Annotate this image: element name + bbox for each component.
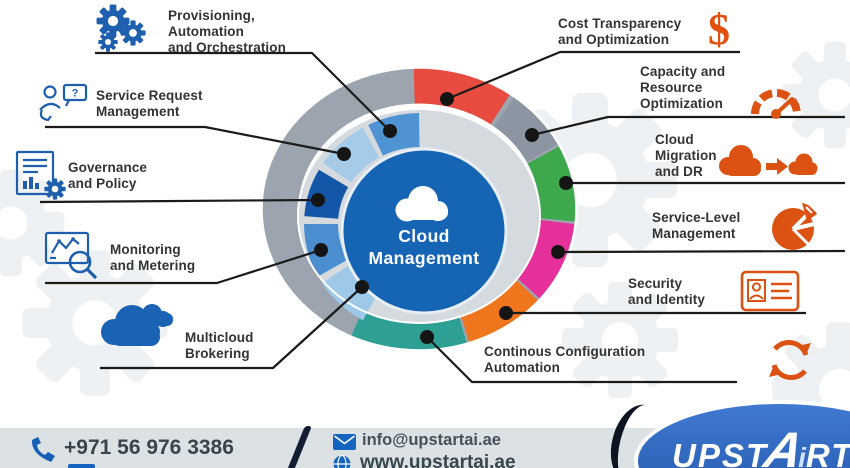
website-url[interactable]: www.upstartai.ae	[360, 452, 516, 468]
label-multicloud: Multicloud Brokering	[185, 330, 254, 361]
logo-text-1: UPST	[672, 437, 769, 468]
center-circle	[340, 147, 508, 315]
gears-icon	[92, 2, 152, 54]
segment-cloud-migration	[527, 145, 577, 222]
email-icon	[333, 434, 356, 450]
segment-provisioning-automation	[368, 113, 421, 156]
segment-cost-transparency	[413, 66, 511, 125]
label-cca: Continous Configuration Automation	[484, 344, 646, 375]
label-governance: Governance and Policy	[68, 160, 148, 191]
label-security: Security and Identity	[628, 276, 705, 307]
segment-capacity-optimization	[493, 96, 559, 163]
label-service-request: Service Request Management	[96, 88, 203, 119]
label-provisioning: Provisioning, Automation and Orchestrati…	[168, 8, 286, 55]
svg-text:?: ?	[72, 88, 79, 100]
connector-dots	[311, 92, 573, 344]
donut-outline	[260, 66, 578, 352]
label-monitoring: Monitoring and Metering	[110, 242, 196, 273]
segment-governance-policy	[304, 169, 349, 220]
id-card-icon	[740, 268, 802, 316]
segment-security-identity	[458, 275, 539, 344]
sync-arrows-icon	[762, 334, 818, 386]
label-capacity: Capacity and Resource Optimization	[640, 64, 726, 111]
monitoring-icon	[44, 231, 102, 283]
service-request-icon: ?	[36, 82, 92, 128]
segment-service-level-management	[512, 219, 576, 300]
dollar-icon: $	[708, 5, 730, 54]
governance-icon	[14, 150, 68, 200]
connector-lines	[39, 50, 846, 384]
phone-number[interactable]: +971 56 976 3386	[64, 436, 234, 459]
pie-chart-icon	[768, 200, 822, 252]
multicloud-icon	[92, 294, 178, 354]
donut-center-title: Cloud Management	[368, 226, 480, 268]
segment-multicloud-brokering	[322, 263, 380, 321]
donut-rings	[260, 66, 578, 352]
label-migration: Cloud Migration and DR	[655, 132, 717, 179]
globe-icon	[333, 455, 351, 468]
segment-configuration-automation	[350, 303, 468, 352]
ring-boundary	[297, 108, 541, 324]
cloud-migration-icon	[714, 140, 818, 184]
logo-text-2: RT	[805, 437, 850, 468]
phone-underline	[68, 464, 95, 468]
cloud-icon	[395, 186, 448, 222]
email-address[interactable]: info@upstartai.ae	[362, 431, 501, 449]
logo-letter-i: i	[798, 442, 806, 468]
label-cost: Cost Transparency and Optimization	[558, 16, 682, 47]
gauge-icon	[750, 80, 802, 122]
phone-icon	[28, 436, 58, 466]
label-slm: Service-Level Management	[652, 210, 741, 241]
segment-service-request	[323, 127, 380, 183]
